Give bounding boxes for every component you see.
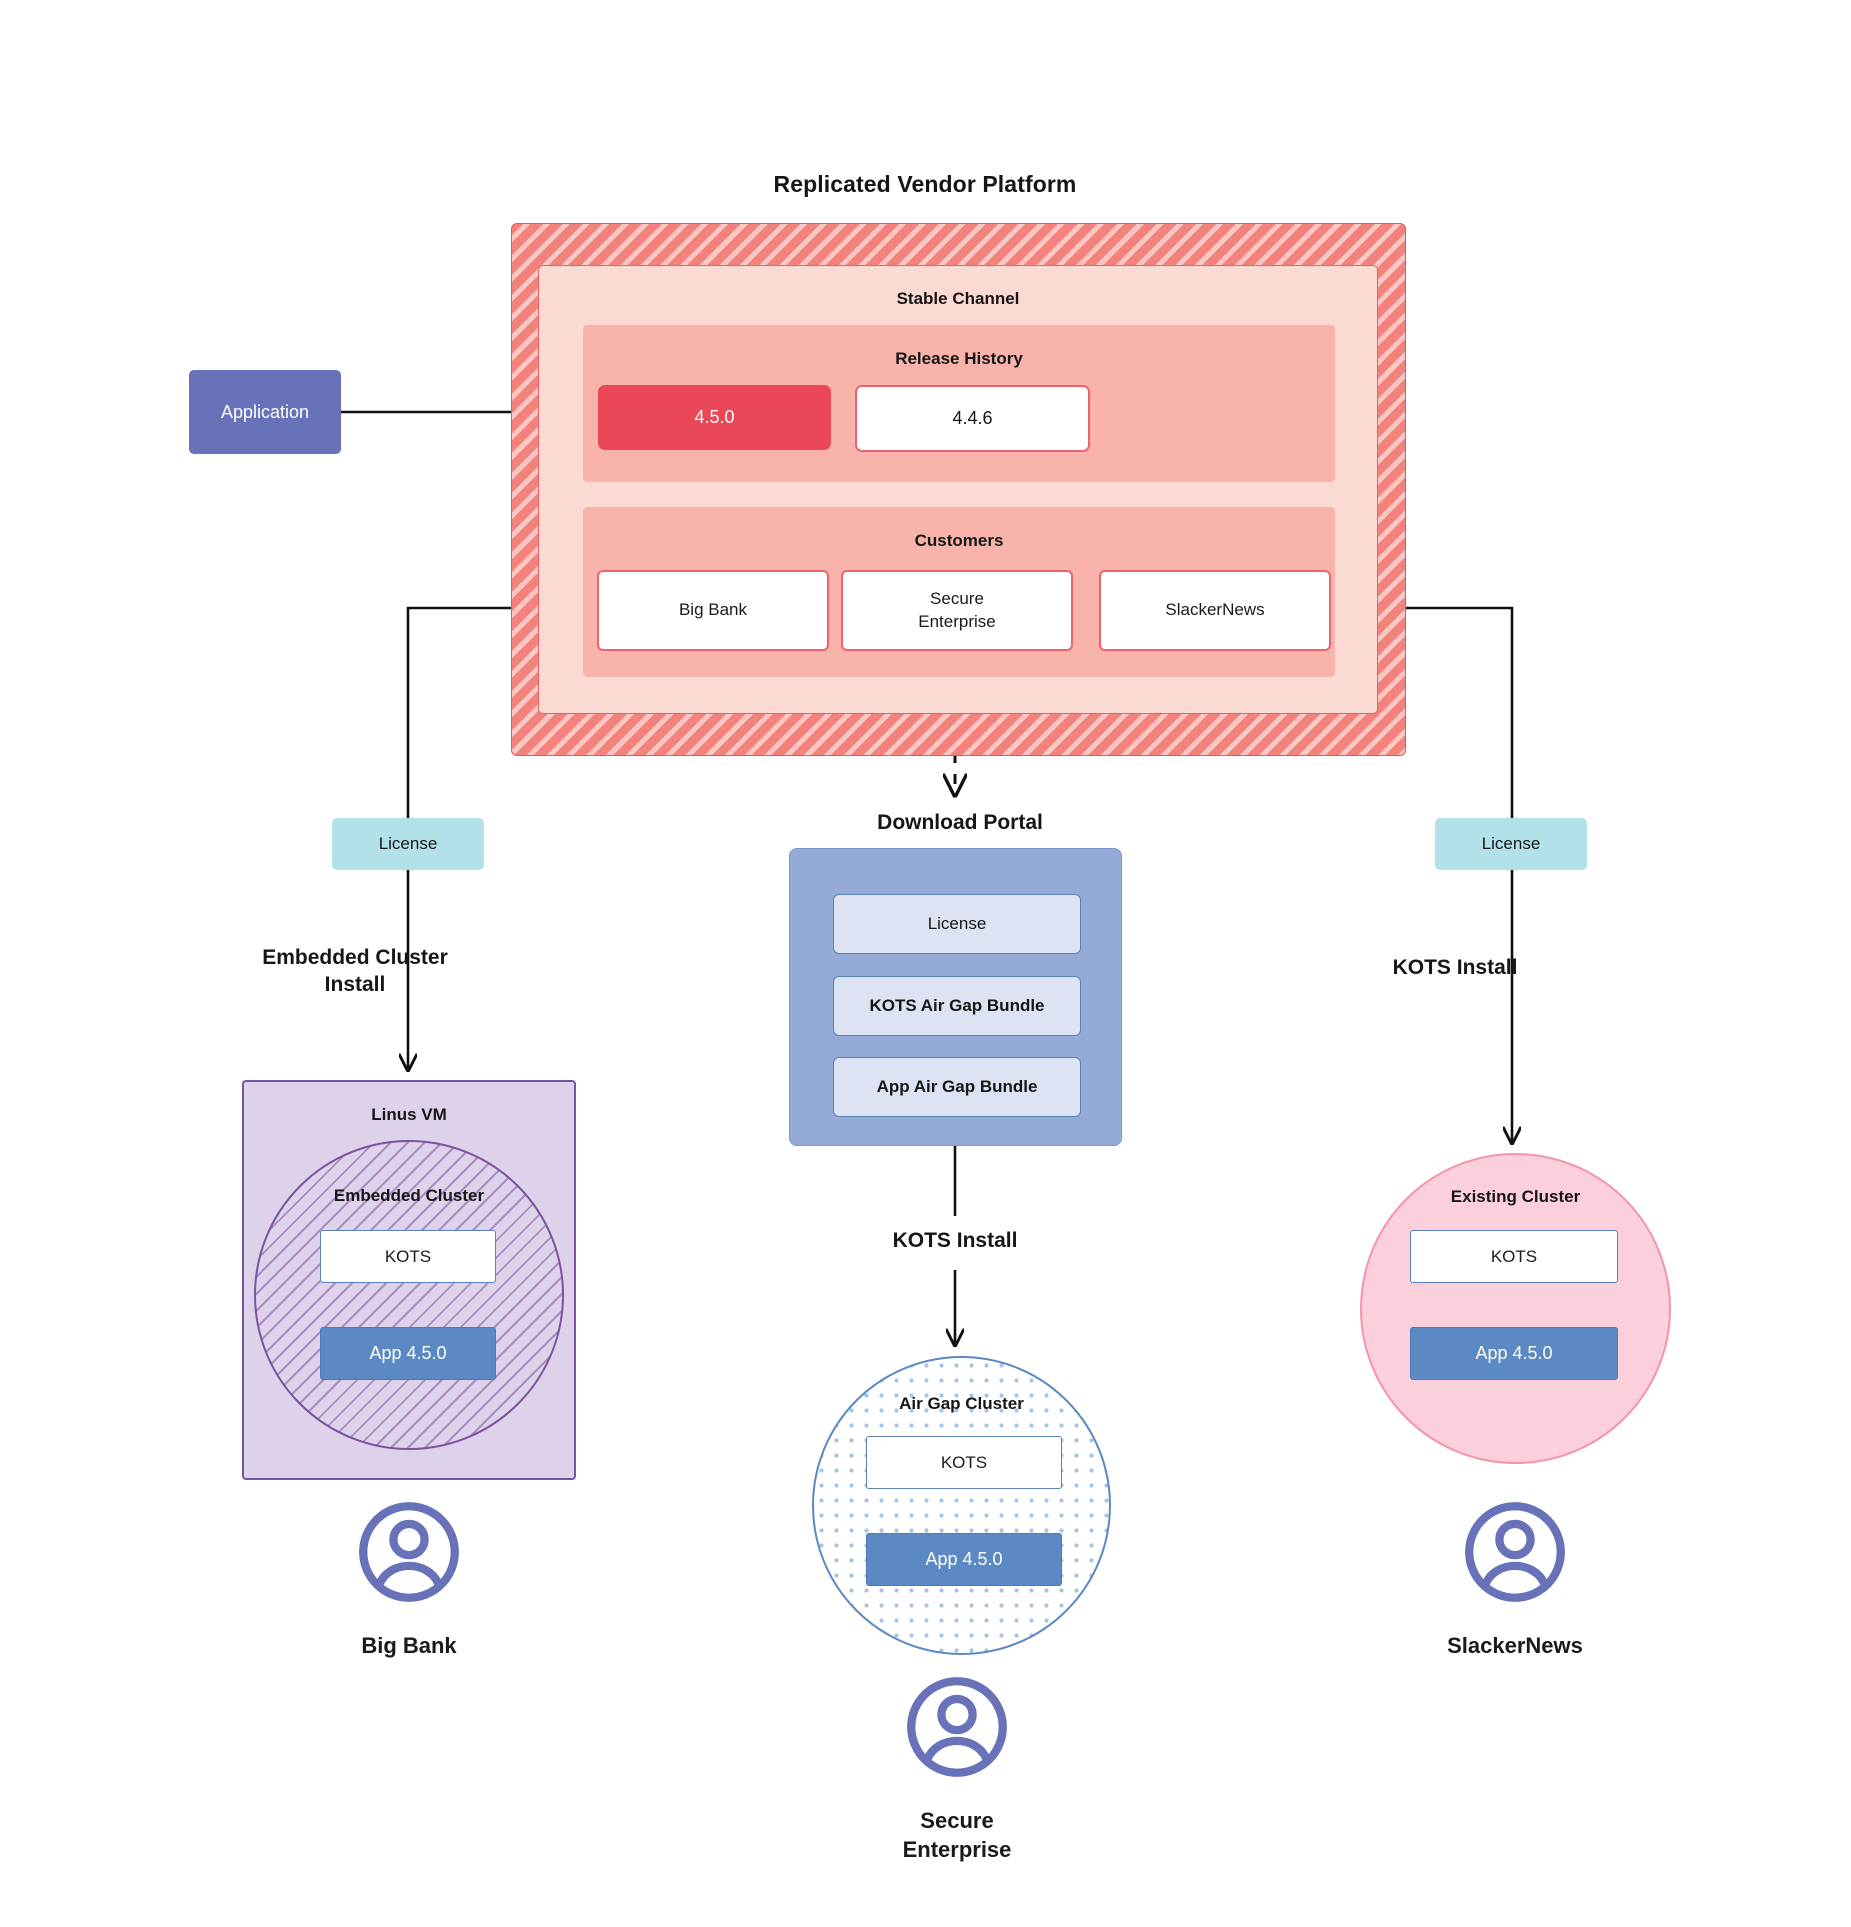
flow-label-kots-install-middle: KOTS Install bbox=[892, 1229, 1018, 1252]
persona-label-big-bank: Big Bank bbox=[361, 1633, 457, 1658]
persona-label-secure-enterprise: Secure Enterprise bbox=[902, 1808, 1012, 1862]
license-node-right[interactable]: License bbox=[1435, 818, 1587, 870]
release-history-label: Release History bbox=[895, 349, 1023, 368]
embedded-cluster-kots-node[interactable]: KOTS bbox=[320, 1230, 496, 1283]
release-chip-current[interactable]: 4.5.0 bbox=[598, 385, 831, 450]
persona-label-slackernews: SlackerNews bbox=[1447, 1633, 1583, 1658]
portal-item-app-air-gap-bundle[interactable]: App Air Gap Bundle bbox=[833, 1057, 1081, 1117]
linux-vm-label: Linus VM bbox=[371, 1105, 447, 1124]
download-portal-label: Download Portal bbox=[877, 811, 1043, 834]
portal-item-license[interactable]: License bbox=[833, 894, 1081, 954]
customer-chip-secure-enterprise[interactable]: Secure Enterprise bbox=[841, 570, 1073, 651]
air-gap-cluster-label: Air Gap Cluster bbox=[899, 1394, 1024, 1413]
portal-item-kots-air-gap-bundle[interactable]: KOTS Air Gap Bundle bbox=[833, 976, 1081, 1036]
air-gap-cluster-app-node[interactable]: App 4.5.0 bbox=[866, 1533, 1062, 1586]
user-avatar-icon bbox=[1465, 1502, 1565, 1602]
customer-chip-big-bank[interactable]: Big Bank bbox=[597, 570, 829, 651]
existing-cluster-label: Existing Cluster bbox=[1450, 1187, 1581, 1206]
license-node-left[interactable]: License bbox=[332, 818, 484, 870]
embedded-cluster-circle bbox=[254, 1140, 564, 1450]
page-title: Replicated Vendor Platform bbox=[773, 171, 1077, 197]
user-avatar-icon bbox=[359, 1502, 459, 1602]
user-avatar-icon bbox=[907, 1677, 1007, 1777]
existing-cluster-app-node[interactable]: App 4.5.0 bbox=[1410, 1327, 1618, 1380]
flow-label-kots-install-right: KOTS Install bbox=[1392, 956, 1518, 979]
existing-cluster-circle bbox=[1360, 1153, 1671, 1464]
customer-chip-slackernews[interactable]: SlackerNews bbox=[1099, 570, 1331, 651]
stable-channel-label: Stable Channel bbox=[896, 289, 1020, 308]
flow-label-embedded-cluster-install: Embedded Cluster Install bbox=[262, 946, 448, 996]
air-gap-cluster-circle bbox=[812, 1356, 1111, 1655]
application-node[interactable]: Application bbox=[189, 370, 341, 454]
embedded-cluster-app-node[interactable]: App 4.5.0 bbox=[320, 1327, 496, 1380]
existing-cluster-kots-node[interactable]: KOTS bbox=[1410, 1230, 1618, 1283]
air-gap-cluster-kots-node[interactable]: KOTS bbox=[866, 1436, 1062, 1489]
embedded-cluster-label: Embedded Cluster bbox=[333, 1186, 485, 1205]
release-chip-previous[interactable]: 4.4.6 bbox=[855, 385, 1090, 452]
customers-label: Customers bbox=[914, 531, 1004, 550]
